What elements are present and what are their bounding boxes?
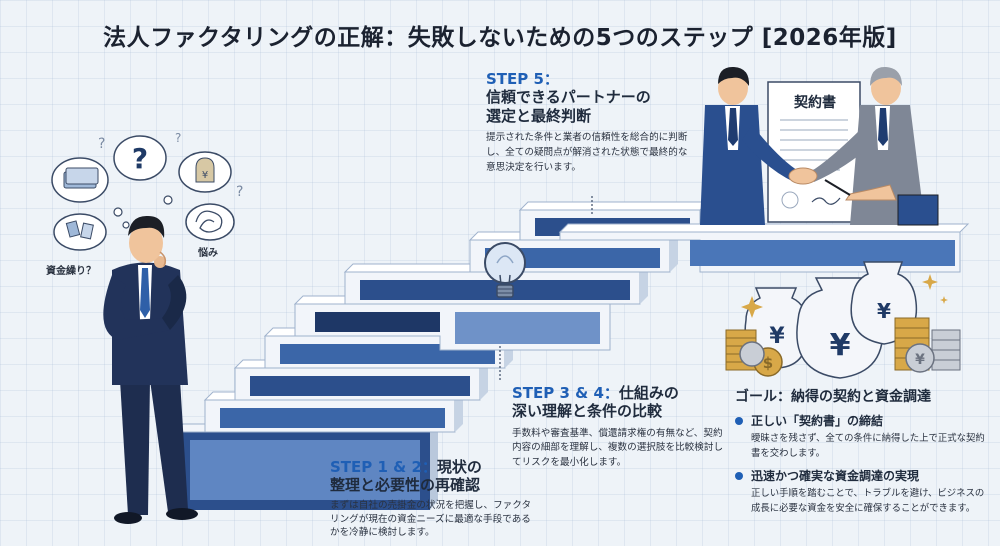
top-platform <box>558 223 970 273</box>
goal-item-body: 正しい手順を踏むことで、トラブルを避け、ビジネスの成長に必要な資金を安全に確保す… <box>751 488 985 514</box>
yen-icon-large: ¥ <box>830 328 851 363</box>
thought-bubbles: ? ¥ ? ? ? <box>51 131 243 251</box>
step34-heading-line2: 深い理解と条件の比較 <box>512 402 663 421</box>
coin-stacks: $ ¥ <box>725 317 961 377</box>
svg-text:?: ? <box>236 184 243 200</box>
svg-text:¥: ¥ <box>202 170 208 181</box>
step5-label: STEP 5： <box>486 70 559 88</box>
step34-heading: STEP 3 & 4：仕組みの 深い理解と条件の比較 <box>512 384 726 421</box>
step34-body: 手数料や審査基準、償還請求権の有無など、契約内容の細部を理解し、複数の選択肢を比… <box>512 427 724 469</box>
question-mark-icon: ? <box>132 142 148 175</box>
goal-item-contract: 正しい「契約書」の締結 曖昧さを残さず、全ての条件に納得した上で正式な契約書を交… <box>735 412 985 461</box>
lightbulb-icon <box>484 242 526 298</box>
goal-block: ゴール：納得の契約と資金調達 正しい「契約書」の締結 曖昧さを残さず、全ての条件… <box>735 386 985 516</box>
staircase <box>173 196 970 510</box>
step12-heading: STEP 1 & 2：現状の 整理と必要性の再確認 <box>330 458 540 495</box>
goal-item-head: 迅速かつ確実な資金調達の実現 <box>751 469 920 484</box>
yen-icon: ¥ <box>769 324 785 349</box>
goal-item-head: 正しい「契約書」の締結 <box>751 414 884 428</box>
step12-label: STEP 1 & 2： <box>330 458 437 476</box>
step5-block: STEP 5： 信頼できるパートナーの 選定と最終判断 提示された条件と業者の信… <box>486 70 696 175</box>
goal-title: ゴール：納得の契約と資金調達 <box>735 389 931 405</box>
goal-item-body: 曖昧さを残さず、全ての条件に納得した上で正式な契約書を交わします。 <box>751 433 985 459</box>
svg-text:?: ? <box>175 131 181 145</box>
step5-heading-line3: 選定と最終判断 <box>486 106 592 125</box>
step5-heading-line2: 信頼できるパートナーの <box>486 88 651 107</box>
step12-heading-line2: 整理と必要性の再確認 <box>330 476 481 495</box>
svg-text:¥: ¥ <box>877 299 891 323</box>
handshake-scene <box>700 66 939 226</box>
stair-step-5 <box>293 295 620 351</box>
svg-text:?: ? <box>98 136 105 152</box>
step12-heading-line1: 現状の <box>436 458 482 476</box>
goal-item-funding: 迅速かつ確実な資金調達の実現 正しい手順を踏むことで、トラブルを避け、ビジネスの… <box>735 467 985 516</box>
dollar-icon: $ <box>763 354 773 372</box>
svg-text:¥: ¥ <box>915 352 925 368</box>
step5-heading: STEP 5： 信頼できるパートナーの 選定と最終判断 <box>486 70 696 125</box>
contract-title: 契約書 <box>794 95 836 111</box>
stair-step-1 <box>173 423 440 510</box>
step5-body: 提示された条件と業者の信頼性を総合的に判断し、全ての疑問点が解消された状態で最終… <box>486 131 688 173</box>
bullet-icon <box>735 416 743 425</box>
step12-body: まずは自社の売掛金の状況を把握し、ファクタリングが現在の資金ニーズに最適な手段で… <box>330 499 532 539</box>
thinking-businessman <box>103 215 198 524</box>
page-title: 法人ファクタリングの正解：失敗しないための5つのステップ [2026年版] <box>103 25 897 51</box>
step12-block: STEP 1 & 2：現状の 整理と必要性の再確認 まずは自社の売掛金の状況を把… <box>330 458 540 540</box>
step34-label: STEP 3 & 4： <box>512 384 619 402</box>
step34-block: STEP 3 & 4：仕組みの 深い理解と条件の比較 手数料や審査基準、償還請求… <box>512 384 726 471</box>
bubble-label-worry: 悩み <box>198 248 218 259</box>
bullet-icon <box>735 471 743 480</box>
bubble-label-cash-flow: 資金繰り？ <box>46 266 96 277</box>
step34-heading-line1: 仕組みの <box>618 384 679 402</box>
money-bags: ¥ ¥ ¥ $ ¥ <box>725 261 961 379</box>
